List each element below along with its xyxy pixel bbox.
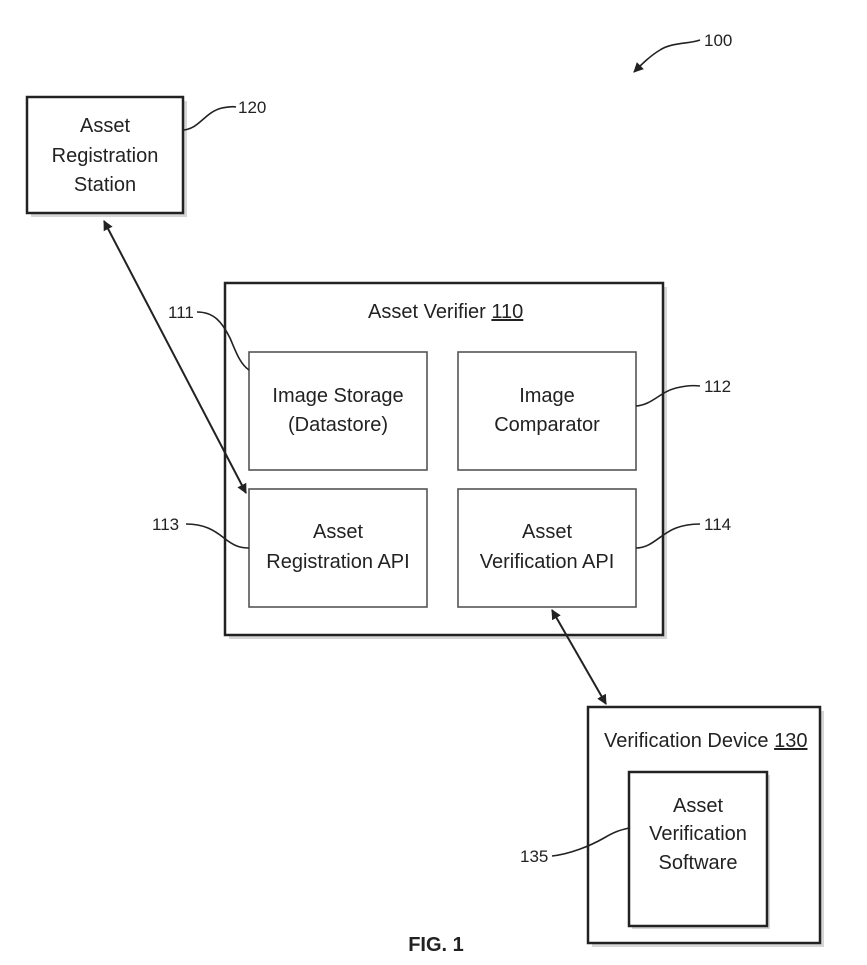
verification-software-label-line3: Software <box>659 852 738 874</box>
verification-software-label-line1: Asset <box>673 795 723 817</box>
asset-registration-station: Asset Registration Station 120 <box>27 97 266 217</box>
verification-software-ref: 135 <box>520 847 548 866</box>
registration-station-ref: 120 <box>238 98 266 117</box>
asset-verifier: Asset Verifier 110 Image Storage (Datast… <box>152 283 731 639</box>
verification-api-ref: 114 <box>704 515 731 534</box>
registration-station-leader <box>184 107 236 130</box>
registration-station-label-line1: Asset <box>80 115 130 137</box>
registration-station-label-line2: Registration <box>52 145 159 167</box>
verification-device: Verification Device 130 Asset Verificati… <box>520 707 824 947</box>
image-storage-label-line2: (Datastore) <box>288 414 388 436</box>
image-storage-label-line1: Image Storage <box>272 385 403 407</box>
image-comparator-ref: 112 <box>704 377 731 396</box>
registration-station-label-line3: Station <box>74 174 136 196</box>
asset-verifier-number: 110 <box>491 301 523 323</box>
verification-software-label-line2: Verification <box>649 823 747 845</box>
verification-device-title: Verification Device 130 <box>604 730 807 752</box>
verification-api-box: Asset Verification API <box>458 489 636 607</box>
asset-verifier-title: Asset Verifier 110 <box>368 301 523 323</box>
registration-api-box: Asset Registration API <box>249 489 427 607</box>
image-comparator-label-line1: Image <box>519 385 575 407</box>
image-storage-ref: 111 <box>168 303 194 322</box>
image-storage-box: Image Storage (Datastore) <box>249 352 427 470</box>
system-ref-number: 100 <box>704 31 732 50</box>
verification-api-label-line1: Asset <box>522 521 572 543</box>
figure-caption: FIG. 1 <box>408 934 464 956</box>
image-comparator-label-line2: Comparator <box>494 414 600 436</box>
verification-api-label-line2: Verification API <box>480 551 615 573</box>
image-comparator-box: Image Comparator <box>458 352 636 470</box>
verification-device-number: 130 <box>774 730 807 752</box>
verification-software-box: Asset Verification Software <box>629 772 770 929</box>
registration-api-label-line2: Registration API <box>266 551 409 573</box>
registration-api-label-line1: Asset <box>313 521 363 543</box>
system-ref-indicator: 100 <box>634 31 732 72</box>
registration-api-ref: 113 <box>152 515 179 534</box>
